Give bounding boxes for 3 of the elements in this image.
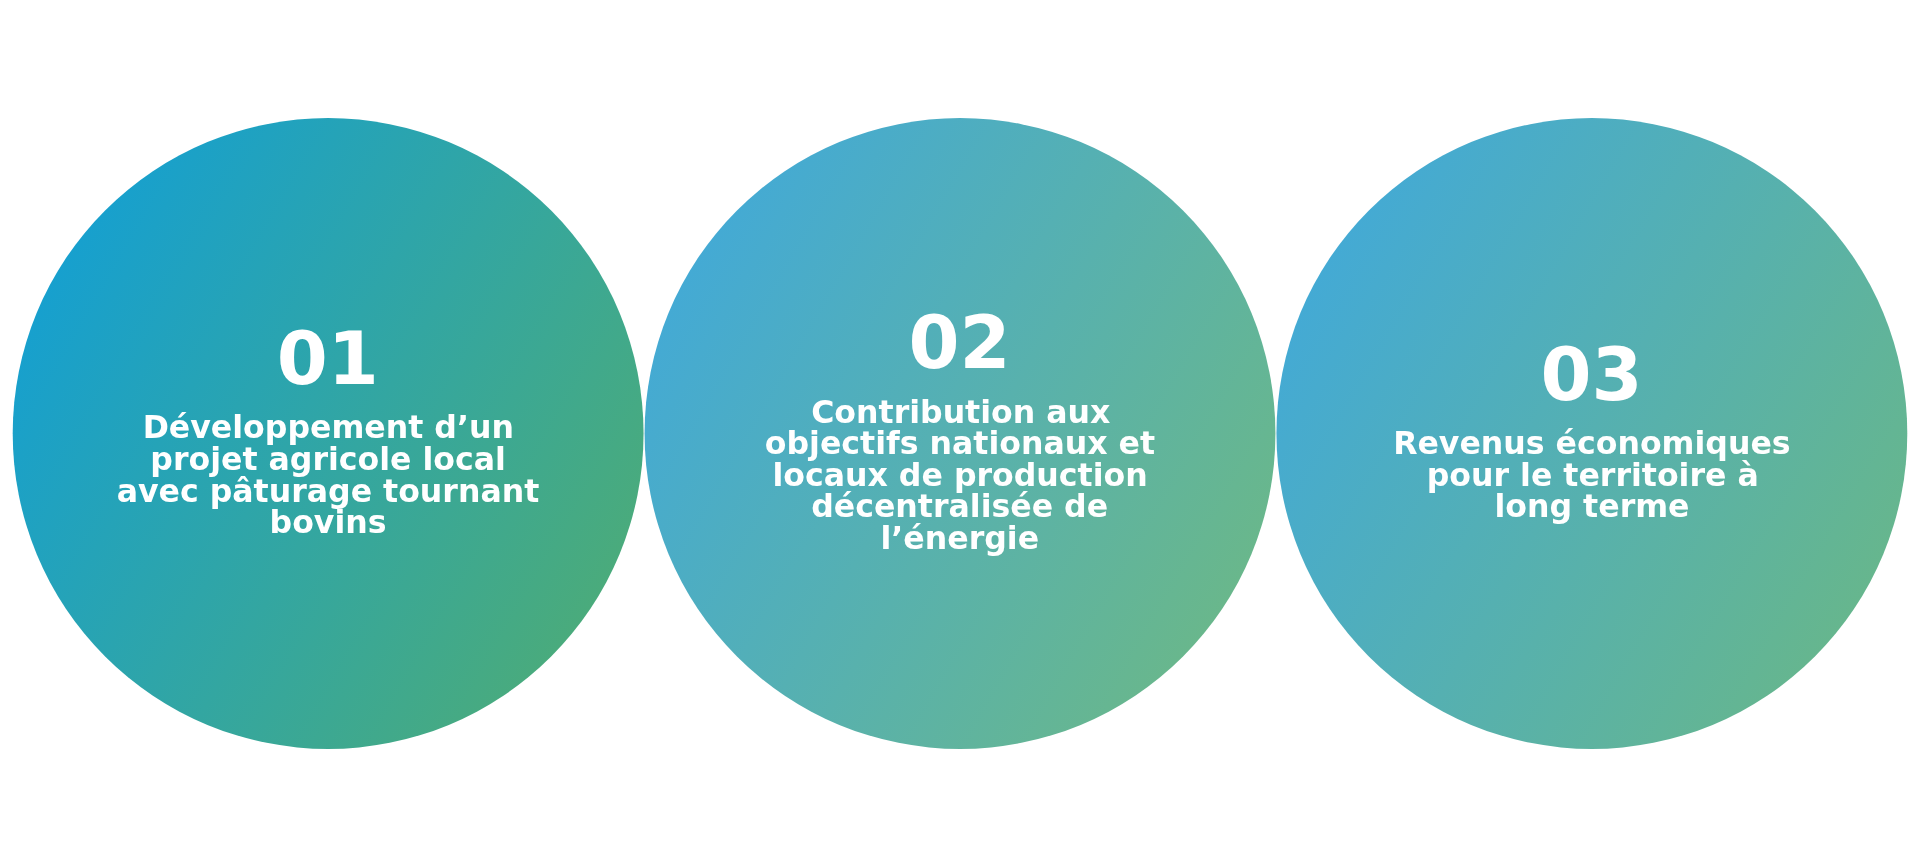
node-circle: 01 Développement d’un projet agricole local avec pâturage tournant bovins	[12, 117, 644, 749]
node-circle: 03 Revenus économiques pour le territoire à long terme	[1276, 117, 1908, 749]
node-circle: 02 Contribution aux objectifs nationaux et locaux de production décentralisée de l’énergie	[644, 117, 1276, 749]
